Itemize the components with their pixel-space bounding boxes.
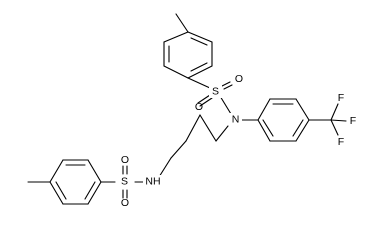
bottom-sulfonyl-group — [100, 165, 145, 199]
fluorine-top-label: F — [338, 92, 344, 104]
atom-labels: S O O N S O O NH F F F — [118, 73, 356, 209]
butyl-chain — [158, 114, 229, 178]
oxygen-bottom-top-label: O — [121, 154, 129, 166]
bottom-tolyl-ring — [27, 159, 102, 205]
oxygen-top-right-label: O — [235, 73, 243, 85]
top-sulfonyl-group — [187, 77, 233, 115]
trifluoromethylphenyl-ring — [239, 98, 347, 142]
sulfur-top-label: S — [212, 86, 219, 98]
sulfur-bottom-label: S — [121, 176, 128, 188]
top-tolyl-ring — [163, 13, 213, 79]
nh-label: NH — [145, 176, 160, 188]
oxygen-bottom-bottom-label: O — [121, 197, 129, 209]
chemical-structure-diagram: S O O N S O O NH F F F — [27, 13, 356, 209]
fluorine-right-label: F — [350, 115, 356, 127]
oxygen-top-left-label: O — [195, 101, 203, 113]
nitrogen-tertiary-label: N — [232, 114, 240, 126]
fluorine-bottom-label: F — [338, 136, 344, 148]
